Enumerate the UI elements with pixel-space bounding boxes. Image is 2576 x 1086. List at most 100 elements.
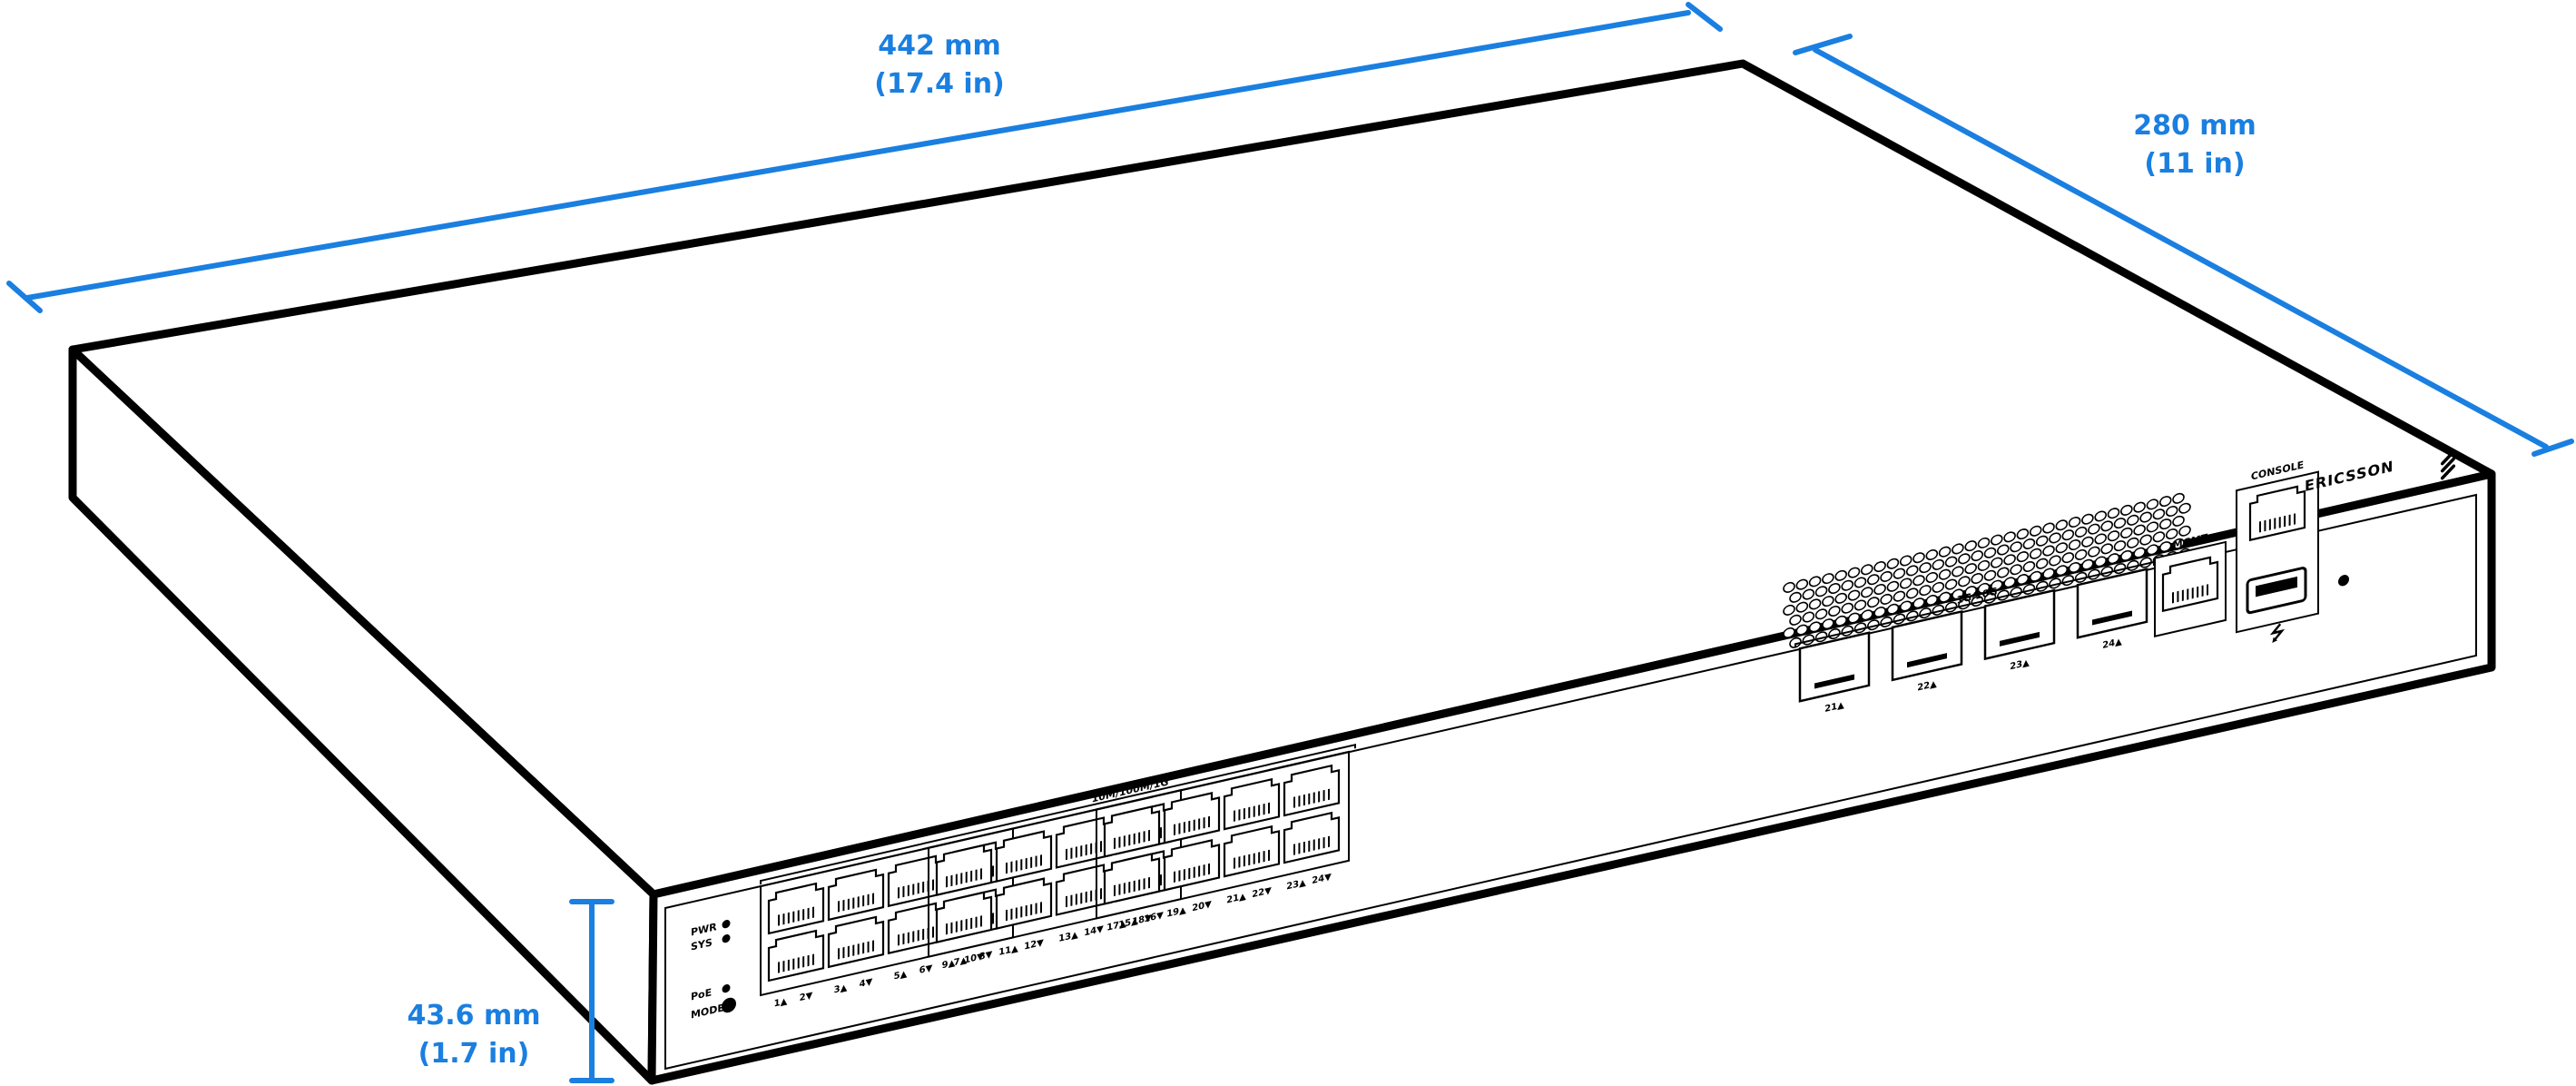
vent-hole [1952,543,1964,555]
vent-hole [1847,567,1861,578]
front-panel-inner-border [664,493,2477,1071]
vent-hole [2035,558,2049,569]
vent-hole [1899,555,1912,567]
vent-hole [2172,492,2185,504]
vent-hole [1991,557,2003,568]
copper-port-label: 18▼ [1132,913,1152,928]
vent-hole [1861,564,1873,576]
vent-hole [1847,612,1861,624]
vent-hole [2158,518,2172,530]
vent-hole [2178,502,2191,514]
vent-hole [1971,573,1983,585]
sfp-port[interactable] [1891,609,1963,682]
vent-hole [1925,594,1939,606]
vent-hole [2120,549,2133,561]
copper-port-label: 22▼ [1252,885,1272,900]
vent-hole [1997,567,2010,578]
vent-hole [2107,530,2120,542]
copper-port-label: 21▲ [1226,892,1246,906]
vent-hole [2094,556,2107,568]
vent-hole [1925,548,1939,560]
vent-hole [2165,506,2178,518]
console-port[interactable] [2248,485,2306,542]
copper-port-label: 1▲ [774,996,788,1009]
vent-hole [2120,504,2133,516]
mgmt-port[interactable] [2161,556,2219,613]
vent-hole [1912,552,1925,564]
copper-port[interactable] [1163,839,1221,892]
console-rj45[interactable] [2248,485,2306,542]
vent-hole [2081,536,2094,548]
copper-port[interactable] [1223,777,1281,831]
copper-port[interactable] [1283,764,1341,817]
vent-hole [1938,591,1952,603]
vent-hole [1893,590,1906,602]
sys-led-label: SYS [691,936,713,953]
reset-pinhole[interactable] [2338,574,2349,587]
vent-hole [2127,514,2139,526]
mode-button[interactable] [722,996,736,1014]
vent-hole [2055,542,2069,554]
copper-port[interactable] [995,877,1053,930]
sfp-port[interactable] [2076,568,2148,639]
vent-hole [1841,602,1853,614]
vent-hole [2133,524,2146,536]
vent-hole [1952,566,1964,578]
vent-hole [1873,607,1886,618]
sfp-port[interactable] [1798,631,1871,703]
vent-hole [2120,527,2133,538]
sfp-port[interactable] [1983,588,2056,661]
copper-port[interactable] [767,929,825,982]
height-mm-label: 43.6 mm [408,1000,541,1032]
vent-hole [2146,521,2159,533]
copper-port[interactable] [1103,805,1161,858]
vent-hole [1853,577,1867,588]
vent-hole [1841,579,1853,591]
copper-port[interactable] [935,891,993,943]
copper-port-label: 7▲ [954,955,968,968]
poe-led [722,984,731,993]
vent-hole [1997,544,2010,556]
copper-port[interactable] [827,868,885,922]
vent-hole [1932,558,1945,570]
copper-port-label: 3▲ [834,982,848,995]
vent-hole [1783,604,1795,616]
copper-port[interactable] [995,830,1053,883]
vent-hole [1886,603,1900,615]
vent-hole [1828,583,1841,595]
vent-hole [1977,582,1991,594]
vent-hole [2029,548,2042,559]
vent-hole [2133,547,2146,558]
vent-hole [1814,586,1828,597]
vent-hole [2016,574,2030,586]
copper-port[interactable] [827,915,885,969]
vent-hole [1808,576,1822,587]
copper-port-label: 15▲ [1118,916,1138,931]
vent-hole [1789,591,1802,603]
dimension-width [6,2,1723,313]
mgmt-rj45[interactable] [2161,556,2219,613]
copper-port-label: 24▼ [1312,872,1332,886]
copper-port[interactable] [1163,792,1221,844]
vent-hole [1893,568,1906,579]
vent-hole [1991,579,2003,591]
vent-hole [1983,569,1997,581]
vent-hole [2094,510,2107,522]
vent-hole [1834,592,1847,604]
usb-port[interactable] [2246,567,2307,615]
copper-port[interactable] [935,844,993,896]
copper-port[interactable] [1223,824,1281,878]
vent-hole [1880,570,1893,582]
vent-hole [1795,601,1809,613]
vent-hole [1814,608,1828,620]
copper-port[interactable] [767,882,825,935]
vent-hole [2133,501,2146,513]
copper-port[interactable] [1283,811,1341,864]
copper-port-label: 5▲ [894,969,908,982]
vent-hole [2127,537,2139,548]
vent-hole [1944,556,1958,568]
vent-hole [2010,564,2022,576]
copper-port-label: 14▼ [1084,924,1104,939]
vent-hole [2003,554,2016,566]
copper-port[interactable] [1103,853,1161,905]
